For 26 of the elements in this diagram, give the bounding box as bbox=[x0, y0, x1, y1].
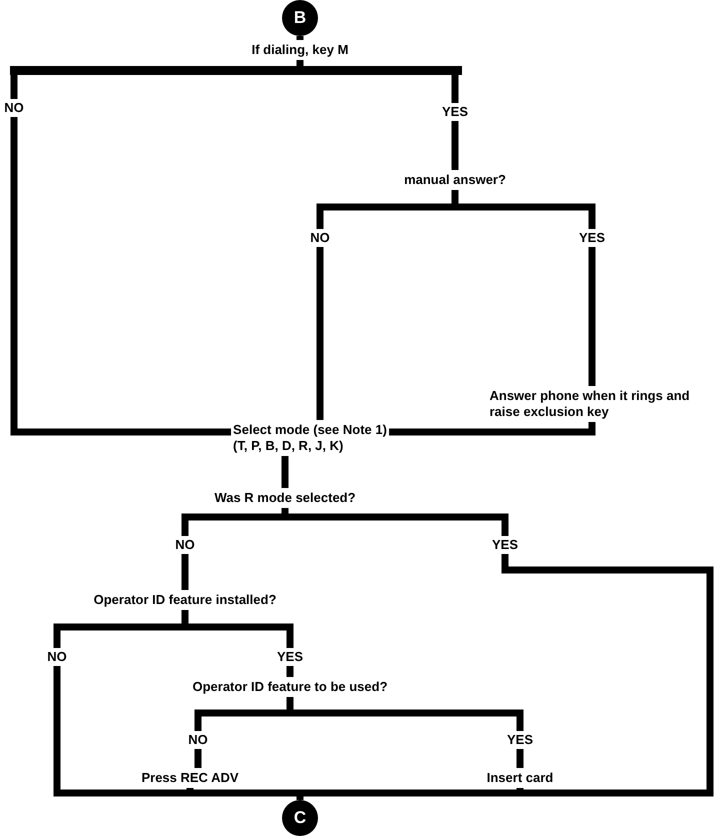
instruction-text: If dialing, key M bbox=[250, 42, 350, 58]
flow-line bbox=[296, 60, 304, 66]
branch-label: YES bbox=[578, 229, 606, 247]
branch-label: YES bbox=[441, 103, 469, 121]
flow-line bbox=[10, 75, 232, 436]
connector-letter: B bbox=[294, 8, 306, 28]
branch-label: NO bbox=[309, 229, 331, 247]
decision-bar bbox=[10, 66, 462, 75]
branch-label: YES bbox=[506, 731, 534, 749]
branch-label: YES bbox=[276, 648, 304, 666]
branch-label: NO bbox=[3, 99, 25, 117]
connector-circle bbox=[282, 800, 318, 836]
decision-question: Operator ID feature to be used? bbox=[190, 679, 390, 695]
flow-line bbox=[296, 36, 304, 40]
flow-line bbox=[282, 456, 288, 488]
action-text: Select mode (see Note 1) bbox=[231, 422, 389, 438]
branch-label: NO bbox=[46, 648, 68, 666]
connector-circle bbox=[282, 0, 318, 36]
decision-question: Operator ID feature installed? bbox=[92, 592, 278, 608]
flow-line bbox=[388, 422, 596, 436]
branch-label: NO bbox=[174, 536, 196, 554]
connector-letter: C bbox=[294, 808, 306, 828]
branch-label: NO bbox=[187, 731, 209, 749]
branch-label: YES bbox=[491, 536, 519, 554]
action-text: (T, P, B, D, R, J, K) bbox=[231, 438, 346, 454]
flow-line bbox=[452, 75, 458, 170]
